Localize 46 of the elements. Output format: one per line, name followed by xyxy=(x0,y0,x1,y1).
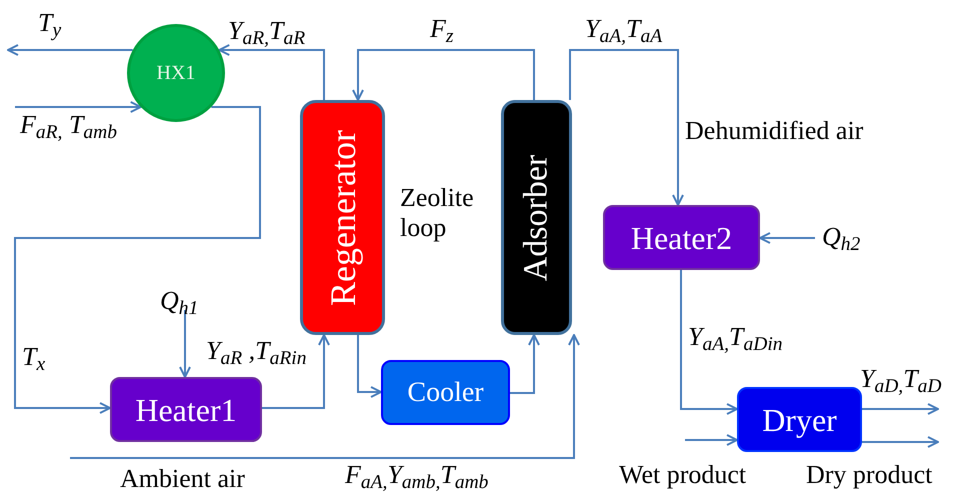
flow-arrow xyxy=(14,106,261,414)
adsorber-column xyxy=(501,100,572,335)
stream-variable-label: Q$_{h2}$ xyxy=(822,222,860,252)
stream-variable-label: T$_{x}$ xyxy=(22,342,46,372)
flow-arrow xyxy=(510,334,540,394)
flow-arrow xyxy=(759,232,815,244)
flow-arrow xyxy=(15,101,142,113)
stream-variable-label: F$_{aR,}$ T$_{amb}$ xyxy=(20,110,117,140)
cooler-box xyxy=(381,360,510,425)
annotation-text: Ambient air xyxy=(120,464,246,494)
stream-variable-label: Y$_{aA,}$T$_{aA}$ xyxy=(585,14,662,44)
stream-variable-label: F$_{aA,}$Y$_{amb,}$T$_{amb}$ xyxy=(345,460,488,490)
unit-name: HX1 xyxy=(156,63,196,83)
flow-arrow xyxy=(862,436,939,448)
flow-arrow xyxy=(218,44,325,100)
flow-arrow xyxy=(862,403,939,415)
unit-name: Cooler xyxy=(407,378,484,406)
dryer-box xyxy=(737,387,862,452)
unit-name: Heater1 xyxy=(135,394,237,426)
annotation-text: Wet product xyxy=(619,460,748,490)
annotation-text: Dehumidified air xyxy=(685,116,864,146)
flow-arrow xyxy=(357,335,382,398)
stream-variable-label: Y$_{aA,}$T$_{aDin}$ xyxy=(688,322,782,352)
flow-arrow xyxy=(262,334,330,409)
unit-name: Adsorber xyxy=(520,154,554,281)
stream-variable-label: Y$_{aR}$ ,T$_{aRin}$ xyxy=(206,336,306,366)
stream-variable-label: F$_{z}$ xyxy=(430,14,454,44)
flow-arrow xyxy=(680,270,738,415)
unit-name: Regenerator xyxy=(324,130,360,306)
flow-arrow xyxy=(569,49,684,206)
unit-name: Heater2 xyxy=(630,222,732,254)
stream-variable-label: Y$_{aR,}$T$_{aR}$ xyxy=(228,16,306,46)
regenerator-column xyxy=(300,100,385,335)
heater-box xyxy=(603,205,760,270)
flow-arrow xyxy=(179,310,191,378)
flow-arrow xyxy=(7,44,133,56)
flow-arrow xyxy=(70,334,580,459)
annotation-text: Zeolite loop xyxy=(400,183,475,243)
flow-arrow xyxy=(352,49,535,101)
stream-variable-label: Q$_{h1}$ xyxy=(160,286,198,316)
stream-variable-label: T$_{y}$ xyxy=(38,8,62,38)
unit-name: Dryer xyxy=(762,404,837,436)
annotation-text: Dry product xyxy=(806,460,934,490)
heater-box xyxy=(110,377,262,442)
stream-variable-label: Y$_{aD,}$T$_{aD}$ xyxy=(860,364,942,394)
flow-arrow xyxy=(685,434,738,446)
